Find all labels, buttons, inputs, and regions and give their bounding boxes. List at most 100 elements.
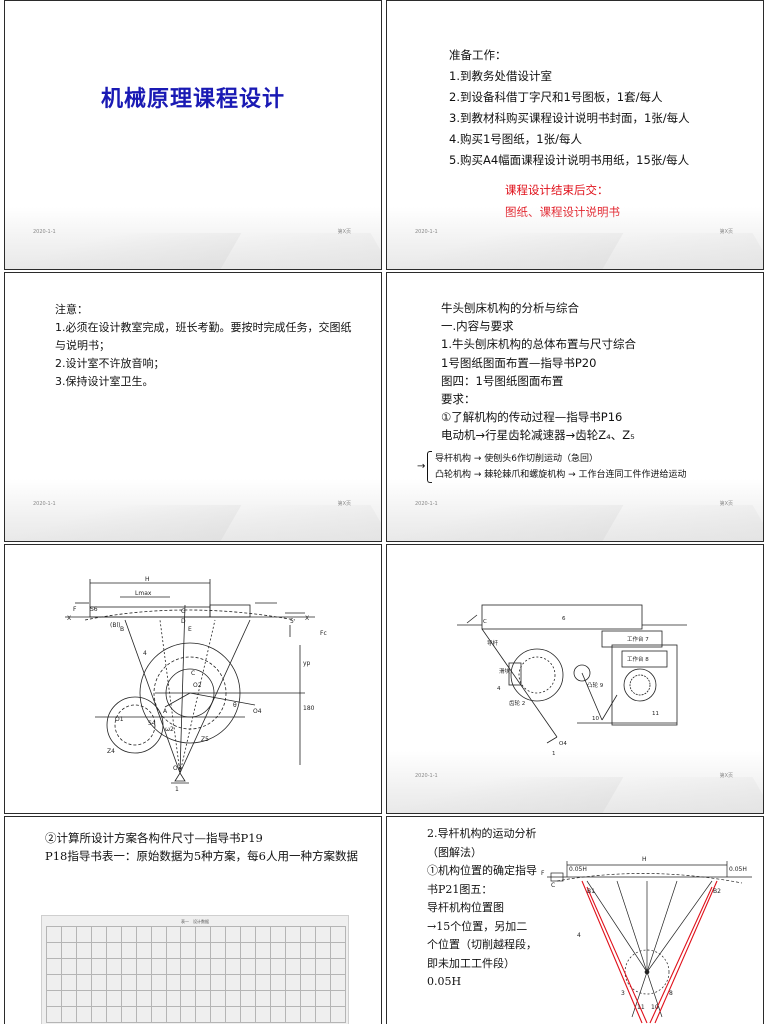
label-11: 11 bbox=[652, 711, 659, 717]
footer-page: 第X页 bbox=[719, 229, 733, 235]
mechanism-layout-diagram: H X X F S6 Lmax (Bl) B G D E 5 Fc yp 180… bbox=[65, 576, 327, 793]
label-3: 3 bbox=[621, 990, 625, 997]
footer-date: 2020-1-1 bbox=[415, 501, 438, 507]
label-n5: 5 bbox=[290, 618, 294, 625]
label-guide: 导杆 bbox=[487, 639, 499, 647]
label-n1: 1 bbox=[175, 786, 179, 793]
slide-grid: 机械原理课程设计 2020-1-1 第X页 准备工作： 1.到教务处借设计室 2… bbox=[4, 0, 766, 1024]
label-H: H bbox=[145, 576, 150, 583]
design-data-table: 表一 设计数据 bbox=[41, 915, 349, 1024]
label-O3: O3 bbox=[173, 765, 182, 772]
label-O2: O2 bbox=[193, 682, 202, 689]
prep-item-2: 2.到设备科借丁字尺和1号图板，1套/每人 bbox=[449, 90, 663, 104]
label-gear: 齿轮 2 bbox=[509, 699, 525, 707]
label-S4: S4 bbox=[148, 720, 156, 727]
footer-page: 第X页 bbox=[337, 501, 351, 507]
section-subtitle: 一.内容与要求 bbox=[441, 319, 514, 334]
analysis-line-3: 导杆机构位置图 bbox=[427, 901, 504, 914]
label-H: H bbox=[642, 856, 647, 863]
label-omega2: ω2 bbox=[165, 726, 174, 733]
label-10: 10 bbox=[651, 1004, 659, 1011]
prep-item-1: 1.到教务处借设计室 bbox=[449, 69, 552, 83]
preparation-list: 准备工作： 1.到教务处借设计室 2.到设备科借丁字尺和1号图板，1套/每人 3… bbox=[449, 45, 690, 171]
calc-line-1: ②计算所设计方案各构件尺寸—指导书P19 bbox=[45, 831, 263, 845]
label-Z5: Z5 bbox=[201, 736, 209, 743]
label-yp: yp bbox=[303, 660, 311, 667]
label-C: C bbox=[551, 882, 555, 889]
label-F: F bbox=[73, 606, 77, 613]
prep-item-5: 5.购买A4幅面课程设计说明书用纸，15张/每人 bbox=[449, 153, 690, 167]
analysis-line-1: 2.导杆机构的运动分析（图解法） bbox=[427, 827, 537, 859]
planer-machine-diagram: C 6 工作台 7 工作台 8 导杆 滑块 齿轮 2 凸轮 9 10 11 4 … bbox=[457, 604, 687, 757]
slide-6: C 6 工作台 7 工作台 8 导杆 滑块 齿轮 2 凸轮 9 10 11 4 … bbox=[386, 544, 764, 814]
calc-line-2: P18指导书表一：原始数据为5种方案，每6人用一种方案数据 bbox=[45, 849, 359, 863]
slide-2: 准备工作： 1.到教务处借设计室 2.到设备科借丁字尺和1号图板，1套/每人 3… bbox=[386, 0, 764, 270]
label-4: 4 bbox=[497, 686, 501, 692]
label-worktable7: 工作台 7 bbox=[627, 635, 649, 643]
label-cam: 凸轮 9 bbox=[587, 681, 604, 689]
label-Lmax: Lmax bbox=[135, 590, 152, 597]
notice-item-2: 2.设计室不许放音响； bbox=[55, 357, 165, 370]
footer-date: 2020-1-1 bbox=[33, 229, 56, 235]
label-B2: B2 bbox=[713, 888, 721, 895]
slide-footer bbox=[5, 207, 381, 269]
dimension-calc-text: ②计算所设计方案各构件尺寸—指导书P19 P18指导书表一：原始数据为5种方案，… bbox=[45, 829, 365, 865]
branch-arrow: → bbox=[417, 461, 426, 472]
transmission-chain: 电动机→行星齿轮减速器→齿轮Z₄、Z₅ bbox=[441, 428, 635, 443]
label-worktable8: 工作台 8 bbox=[627, 655, 649, 663]
kinematic-analysis-text: 2.导杆机构的运动分析（图解法） ①机构位置的确定指导书P21图五： 导杆机构位… bbox=[427, 825, 537, 992]
label-G: G bbox=[181, 608, 186, 615]
label-O4: O4 bbox=[253, 708, 262, 715]
label-4: 4 bbox=[577, 932, 581, 939]
label-O4: O4 bbox=[559, 741, 567, 747]
footer-page: 第X页 bbox=[337, 229, 351, 235]
slide-footer bbox=[387, 207, 763, 269]
slide-1: 机械原理课程设计 2020-1-1 第X页 bbox=[4, 0, 382, 270]
label-slider: 滑块 bbox=[499, 667, 511, 675]
slide-5: H X X F S6 Lmax (Bl) B G D E 5 Fc yp 180… bbox=[4, 544, 382, 814]
mechanism-requirements: 牛头刨床机构的分析与综合 一.内容与要求 1.牛头刨床机构的总体布置与尺寸综合 … bbox=[441, 299, 636, 445]
requirement-1: 1.牛头刨床机构的总体布置与尺寸综合 bbox=[441, 337, 636, 352]
slide-footer bbox=[5, 479, 381, 541]
slide-8: 2.导杆机构的运动分析（图解法） ①机构位置的确定指导书P21图五： 导杆机构位… bbox=[386, 816, 764, 1024]
label-theta: θ bbox=[233, 702, 237, 709]
label-A: A bbox=[163, 708, 168, 715]
analysis-line-4: →15个位置，另加二个位置（切削越程段，即未加工工件段）0.05H bbox=[427, 919, 537, 989]
footer-date: 2020-1-1 bbox=[415, 773, 438, 779]
analysis-line-2: ①机构位置的确定指导书P21图五： bbox=[427, 864, 537, 896]
page-title: 机械原理课程设计 bbox=[100, 87, 285, 112]
label-n4: 4 bbox=[143, 650, 147, 657]
label-D: D bbox=[181, 618, 186, 625]
label-B1: B1 bbox=[587, 888, 595, 895]
submission-heading: 课程设计结束后交： bbox=[505, 183, 609, 197]
label-11: 11 bbox=[637, 1004, 645, 1011]
requirement-2: 1号图纸图面布置—指导书P20 bbox=[441, 355, 597, 370]
label-005H-right: 0.05H bbox=[729, 866, 747, 873]
label-Bl: (Bl) bbox=[110, 622, 120, 629]
label-10: 10 bbox=[592, 716, 599, 722]
footer-page: 第X页 bbox=[719, 501, 733, 507]
footer-date: 2020-1-1 bbox=[415, 229, 438, 235]
label-Z4: Z4 bbox=[107, 748, 115, 755]
requirement-4: 要求： bbox=[441, 392, 476, 407]
label-C: C bbox=[483, 619, 487, 625]
label-8: 8 bbox=[669, 990, 673, 997]
footer-page: 第X页 bbox=[719, 773, 733, 779]
slide-footer bbox=[387, 751, 763, 813]
label-005H-left: 0.05H bbox=[569, 866, 587, 873]
notice-heading: 注意： bbox=[55, 303, 88, 316]
slide-4: 牛头刨床机构的分析与综合 一.内容与要求 1.牛头刨床机构的总体布置与尺寸综合 … bbox=[386, 272, 764, 542]
prep-item-4: 4.购买1号图纸，1张/每人 bbox=[449, 132, 582, 146]
label-F: F bbox=[541, 870, 545, 877]
label-6: 6 bbox=[562, 616, 566, 622]
requirement-3: 图四：1号图纸图面布置 bbox=[441, 373, 564, 388]
branch-guide-bar: 导杆机构 → 使刨头6作切削运动（急回） bbox=[435, 454, 598, 464]
notice-item-1: 1.必须在设计教室完成，班长考勤。要按时完成任务，交图纸与说明书； bbox=[55, 321, 352, 352]
table-caption: 表一 设计数据 bbox=[181, 919, 209, 924]
prep-item-3: 3.到教材科购买课程设计说明书封面，1张/每人 bbox=[449, 111, 690, 125]
footer-date: 2020-1-1 bbox=[33, 501, 56, 507]
branch-cam: 凸轮机构 → 棘轮棘爪和螺旋机构 → 工作台连同工件作进给运动 bbox=[435, 470, 687, 480]
slide-7: ②计算所设计方案各构件尺寸—指导书P19 P18指导书表一：原始数据为5种方案，… bbox=[4, 816, 382, 1024]
slide-footer bbox=[387, 479, 763, 541]
notice-list: 注意： 1.必须在设计教室完成，班长考勤。要按时完成任务，交图纸与说明书； 2.… bbox=[55, 301, 355, 391]
